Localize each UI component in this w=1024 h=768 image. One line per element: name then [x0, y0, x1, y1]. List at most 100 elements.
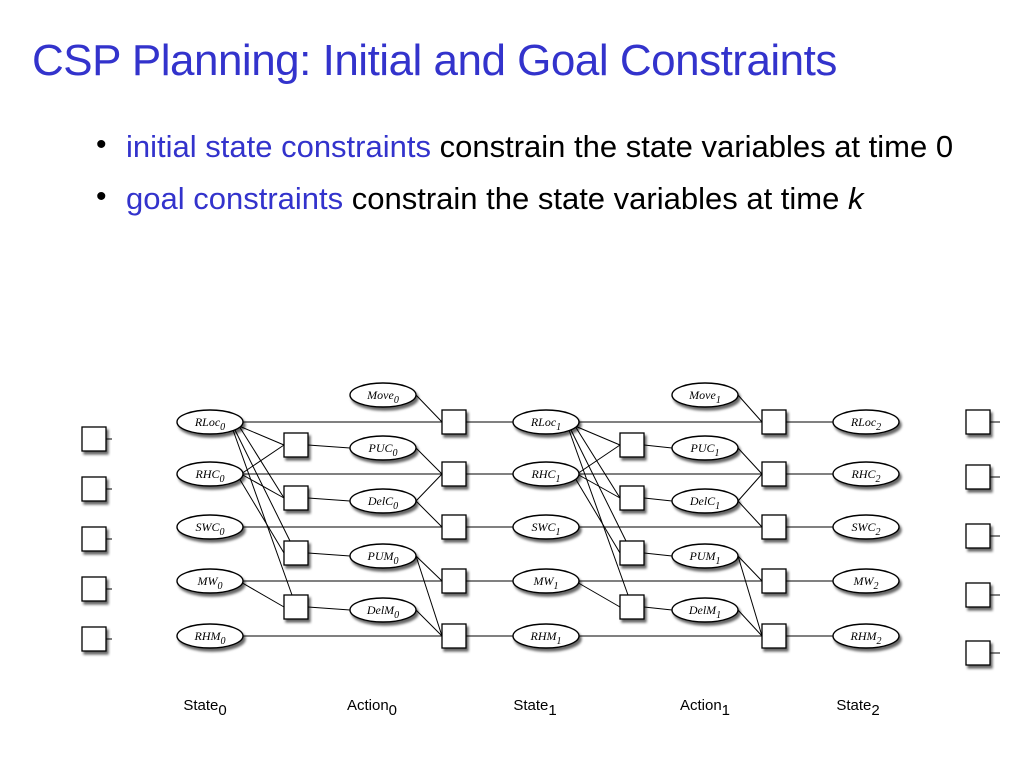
edge — [232, 429, 293, 596]
node-label-base: RLoc — [530, 415, 557, 429]
column-label: Action1 — [680, 697, 730, 719]
edge — [576, 473, 621, 499]
node-label: RHM0 — [194, 629, 226, 647]
node-ellipse — [176, 461, 244, 487]
node-label-base: RHC — [851, 467, 877, 481]
node-label-sub: 0 — [220, 527, 225, 538]
node-label: RHC0 — [195, 467, 225, 485]
precondition-box — [619, 432, 645, 458]
slide-title: CSP Planning: Initial and Goal Constrain… — [32, 36, 837, 85]
bullet-term: initial state constraints — [126, 129, 431, 164]
node-label-sub: 2 — [874, 581, 879, 592]
state0-node: RLoc0 — [176, 409, 244, 435]
edge — [574, 477, 621, 554]
frame-box — [761, 568, 787, 594]
node-ellipse — [512, 623, 580, 649]
edge — [568, 429, 629, 596]
node-label-base: MW — [853, 574, 875, 588]
initial-constraint-box — [81, 476, 107, 502]
initial-constraint-box — [81, 626, 107, 652]
edge — [737, 394, 763, 423]
node-label: Move0 — [366, 388, 399, 406]
frame-box — [761, 409, 787, 435]
state1-node: RHM1 — [512, 623, 580, 649]
edge — [574, 580, 621, 608]
edge — [307, 552, 351, 557]
node-label: PUM1 — [689, 549, 721, 567]
state2-node: RHM2 — [832, 623, 900, 649]
state1-node: RHC1 — [512, 461, 580, 487]
node-label-base: MW — [533, 574, 555, 588]
node-ellipse — [512, 514, 580, 540]
edge — [415, 500, 443, 528]
edge — [415, 555, 443, 582]
edge — [415, 473, 443, 502]
initial-constraint-box — [81, 526, 107, 552]
column-label-base: State — [183, 697, 218, 714]
node-label-base: RHM — [850, 629, 878, 643]
node-label-sub: 1 — [715, 448, 720, 459]
action1-node: PUC1 — [671, 435, 739, 461]
node-label-sub: 1 — [716, 395, 721, 406]
edge — [737, 555, 763, 637]
node-ellipse — [671, 382, 739, 408]
bullet-dot-icon: • — [96, 128, 107, 161]
state1-node: MW1 — [512, 568, 580, 594]
state0-node: RHC0 — [176, 461, 244, 487]
node-label: MW2 — [853, 574, 879, 592]
node-label-base: PUC — [690, 441, 716, 455]
edge — [643, 606, 673, 611]
frame-box — [441, 623, 467, 649]
constraint-boxes — [81, 409, 991, 666]
bullet-text: constrain the state variables at time 0 — [430, 129, 954, 164]
node-label-base: PUM — [367, 549, 395, 563]
precondition-box — [283, 540, 309, 566]
precondition-box — [619, 485, 645, 511]
node-ellipse — [671, 488, 739, 514]
state2-node: MW2 — [832, 568, 900, 594]
column-label: Action0 — [347, 697, 397, 719]
node-label-sub: 0 — [394, 395, 399, 406]
bullet-goal-constraints: • goal constraints constrain the state v… — [96, 180, 996, 218]
node-label: RHC1 — [531, 467, 561, 485]
edge — [737, 473, 763, 502]
column-label-sub: 1 — [722, 702, 730, 719]
state1-node: SWC1 — [512, 514, 580, 540]
node-ellipse — [671, 597, 739, 623]
precondition-box — [619, 594, 645, 620]
action0-node: Move0 — [349, 382, 417, 408]
node-label: DelM0 — [366, 603, 399, 621]
column-label-sub: 0 — [389, 702, 397, 719]
node-label-base: DelC — [689, 494, 716, 508]
node-label: RLoc1 — [530, 415, 561, 433]
node-label-sub: 2 — [877, 636, 882, 647]
node-label-base: Move — [366, 388, 394, 402]
bullet-list: • initial state constraints constrain th… — [96, 128, 996, 232]
node-label: MW1 — [533, 574, 559, 592]
node-label-sub: 0 — [220, 474, 225, 485]
frame-box — [441, 568, 467, 594]
edge — [574, 425, 621, 446]
edge — [737, 447, 763, 475]
node-label-base: RLoc — [194, 415, 221, 429]
edge — [415, 609, 443, 637]
bullet-term: goal constraints — [126, 181, 344, 216]
node-label: SWC1 — [532, 520, 561, 538]
action1-node: DelC1 — [671, 488, 739, 514]
node-label-base: PUM — [689, 549, 717, 563]
column-label-base: State — [836, 697, 871, 714]
node-label: RLoc0 — [194, 415, 225, 433]
node-label-base: SWC — [532, 520, 557, 534]
node-label: PUC0 — [368, 441, 398, 459]
node-label-sub: 1 — [556, 527, 561, 538]
column-label: State0 — [183, 697, 226, 719]
bullet-variable: k — [847, 181, 864, 216]
precondition-box — [283, 594, 309, 620]
node-label-sub: 2 — [876, 474, 881, 485]
node-label-sub: 1 — [556, 422, 561, 433]
node-label-base: DelM — [688, 603, 717, 617]
node-label-sub: 0 — [393, 448, 398, 459]
edge — [415, 447, 443, 475]
action1-node: DelM1 — [671, 597, 739, 623]
action0-node: PUM0 — [349, 543, 417, 569]
